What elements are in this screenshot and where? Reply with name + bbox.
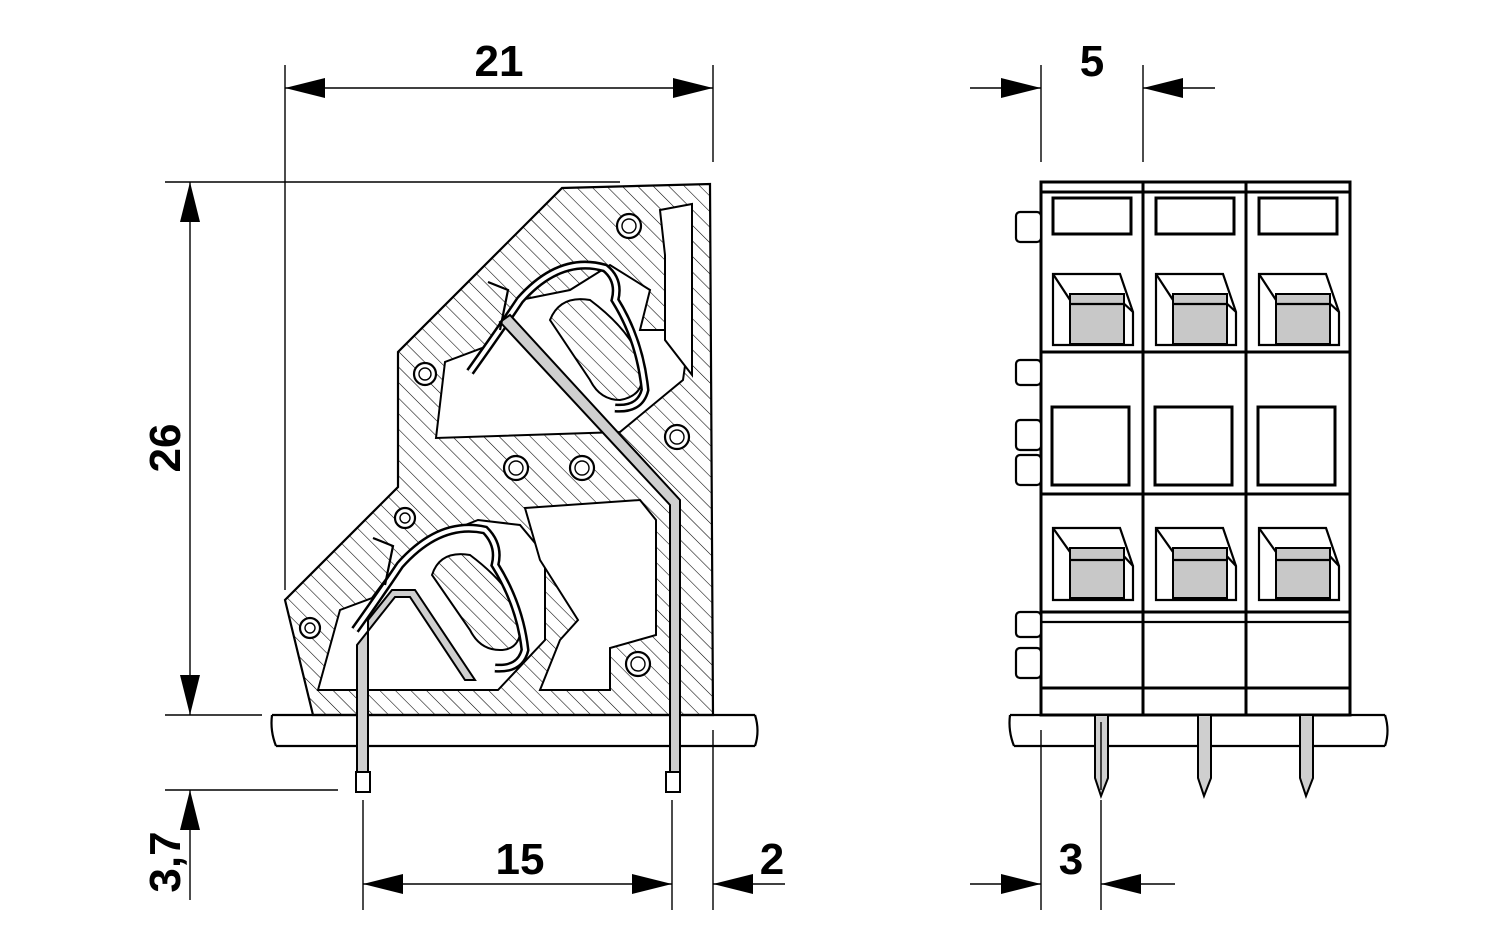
lower-pushers bbox=[1051, 526, 1341, 602]
dim-width-top: 21 bbox=[475, 37, 524, 86]
right-dimensions: 5 3 bbox=[970, 37, 1215, 910]
top-right-recess bbox=[658, 202, 693, 378]
housing-holes bbox=[298, 212, 691, 678]
wire-entries bbox=[1050, 405, 1337, 487]
side-housing bbox=[1039, 180, 1352, 717]
section-view bbox=[270, 182, 759, 793]
label-slots bbox=[1051, 196, 1339, 236]
side-latches bbox=[1014, 210, 1043, 680]
side-view bbox=[1008, 180, 1389, 799]
dim-pin-length: 3,7 bbox=[141, 831, 190, 892]
front-pin-tip bbox=[355, 771, 371, 793]
front-contact-pin bbox=[356, 589, 477, 791]
upper-pushers bbox=[1051, 272, 1341, 347]
dim-height-left: 26 bbox=[141, 424, 190, 473]
solder-pins bbox=[1094, 714, 1314, 799]
lower-right-cavity bbox=[523, 498, 657, 691]
dim-pin-spacing: 15 bbox=[496, 835, 545, 884]
dim-pin-offset-side: 3 bbox=[1059, 835, 1083, 884]
rear-pin-tip bbox=[665, 771, 681, 793]
left-dimensions: 21 26 3,7 15 2 bbox=[141, 37, 785, 910]
pcb-board-left bbox=[270, 713, 759, 748]
dim-pitch: 5 bbox=[1080, 37, 1104, 86]
dim-edge-offset: 2 bbox=[760, 835, 784, 884]
